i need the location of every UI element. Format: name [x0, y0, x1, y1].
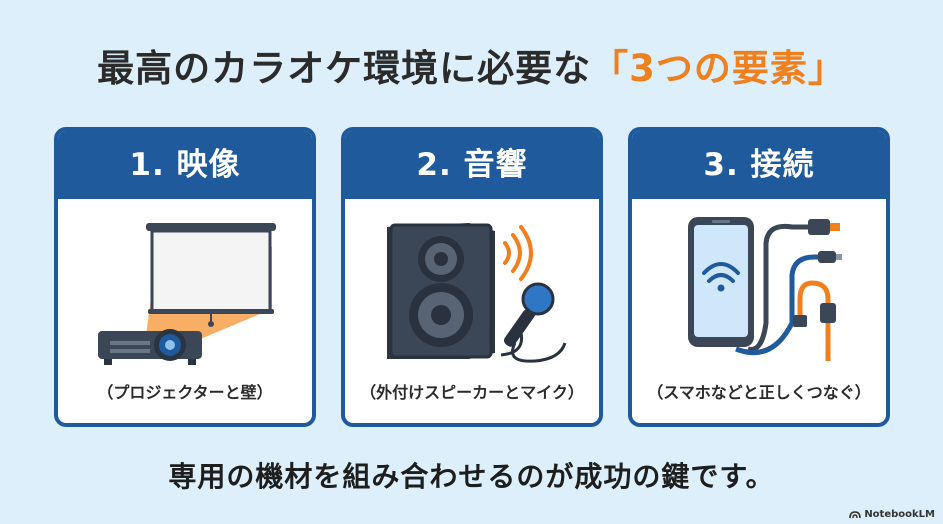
- page-title: 最高のカラオケ環境に必要な「3つの要素」: [0, 38, 943, 92]
- card-caption-video: （プロジェクターと壁）: [97, 383, 273, 402]
- card-caption-connection: （スマホなどと正しくつなぐ）: [647, 383, 871, 402]
- title-accent: 「3つの要素」: [591, 47, 846, 90]
- card-header-video: 1. 映像: [58, 131, 312, 199]
- card-video: 1. 映像 （プロジェクターと壁）: [54, 127, 316, 427]
- phone-cable-icon: [688, 217, 842, 361]
- speaker-microphone-icon: [387, 223, 567, 363]
- footer-text: 専用の機材を組み合わせるのが成功の鍵です。: [168, 460, 775, 493]
- brand-logo: NotebookLM: [849, 509, 935, 520]
- notebooklm-icon: [849, 510, 862, 518]
- card-header-audio: 2. 音響: [345, 131, 599, 199]
- card-connection: 3. 接続 （スマホなどと正しくつなぐ）: [628, 127, 890, 427]
- title-main: 最高のカラオケ環境に必要な: [97, 47, 592, 90]
- card-caption-audio: （外付けスピーカーとマイク）: [360, 383, 584, 402]
- card-header-connection: 3. 接続: [632, 131, 886, 199]
- brand-name: NotebookLM: [864, 509, 935, 520]
- card-audio: 2. 音響 （外付けスピーカーとマイク）: [341, 127, 603, 427]
- projector-screen-icon: [98, 223, 276, 365]
